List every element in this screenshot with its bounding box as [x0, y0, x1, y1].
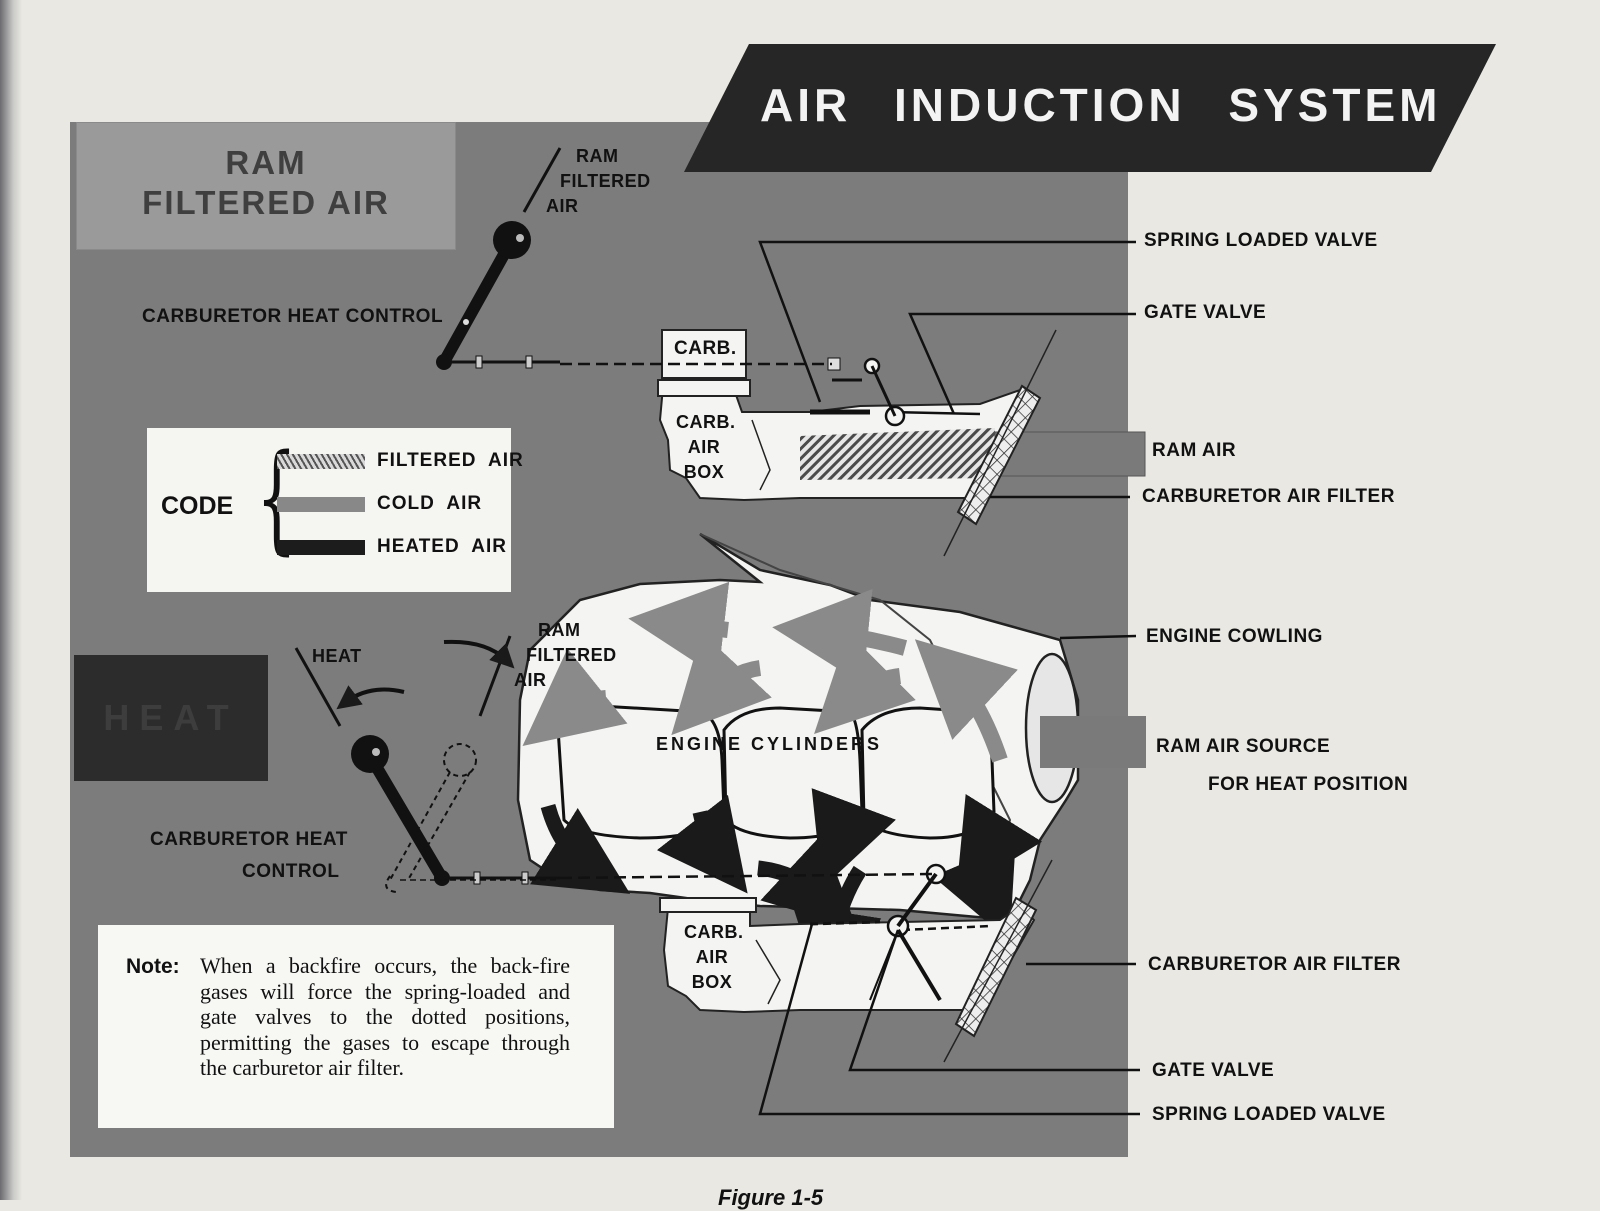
top-carb-label: CARB.	[674, 338, 737, 359]
note-label: Note:	[126, 955, 180, 978]
top-callout-lines	[758, 240, 1136, 499]
lever-alternate-position	[385, 743, 477, 893]
cold-air-legend-label: COLD AIR	[377, 493, 483, 514]
top-carburetor-air-filter	[956, 384, 1042, 526]
heat-position-label: HEAT	[312, 646, 362, 666]
bottom-carb-air-box	[659, 859, 1053, 1063]
code-legend: CODE { FILTERED AIR COLD AIR HEATED AIR	[147, 428, 523, 592]
bottom-carb-heat-lever	[294, 635, 937, 893]
filtered-air-legend-label: FILTERED AIR	[377, 450, 524, 471]
ram-filtered-air-mode-box: RAM FILTERED AIR	[76, 122, 456, 250]
bottom-air-box-label: CARB. AIR BOX	[684, 922, 744, 992]
top-control-label: CARBURETOR HEAT CONTROL	[142, 306, 444, 327]
top-lever-setting-label: RAM FILTERED AIR	[546, 146, 651, 216]
top-air-box-label: CARB. AIR BOX	[676, 412, 736, 482]
bottom-gate-valve	[901, 924, 993, 932]
ram-air-callout: RAM AIR	[1152, 440, 1237, 461]
title-banner	[684, 44, 1496, 172]
engine-cylinders-label: ENGINE CYLINDERS	[656, 734, 883, 754]
engine-cowling-callout: ENGINE COWLING	[1146, 626, 1323, 647]
page-title: AIR INDUCTION SYSTEM	[760, 79, 1442, 131]
bottom-ram-filtered-air-label: RAM FILTERED AIR	[514, 620, 617, 690]
bottom-callout-lines	[758, 634, 1140, 1116]
top-carburetor-air-filter-callout: CARBURETOR AIR FILTER	[1142, 486, 1395, 507]
bottom-spring-loaded-valve	[809, 920, 881, 926]
top-carb-heat-lever	[436, 147, 832, 370]
bottom-spring-loaded-valve-callout: SPRING LOADED VALVE	[1152, 1104, 1386, 1125]
ram-air-source-callout: RAM AIR SOURCE FOR HEAT POSITION	[1156, 736, 1409, 795]
figure-caption: Figure 1-5	[718, 1185, 824, 1210]
top-carb-body	[661, 329, 747, 379]
top-gate-valve-callout: GATE VALVE	[1144, 302, 1267, 323]
cold-air-arrows	[522, 581, 1018, 763]
mode-box-line: FILTERED AIR	[142, 184, 390, 221]
heat-mode-label: HEAT	[103, 697, 239, 738]
note-text: When a backfire occurs, the back-fire ga…	[200, 953, 570, 1080]
filtered-air-swatch	[277, 454, 365, 469]
heated-air-legend-label: HEATED AIR	[377, 536, 507, 557]
top-carb-air-box	[657, 329, 1146, 557]
top-gate-valve	[889, 410, 981, 416]
ram-air-source-inlet	[1040, 716, 1146, 768]
heat-mode-box: HEAT	[74, 655, 268, 781]
mode-box-line: RAM	[225, 144, 307, 181]
bottom-control-label: CARBURETOR HEAT CONTROL	[150, 829, 348, 882]
engine-cylinders	[556, 704, 996, 840]
heated-air-swatch	[277, 540, 365, 555]
book-binding-shadow	[0, 0, 22, 1200]
backfire-note: Note: When a backfire occurs, the back-f…	[98, 925, 614, 1128]
top-spring-loaded-valve-callout: SPRING LOADED VALVE	[1144, 230, 1378, 251]
bottom-carburetor-air-filter-callout: CARBURETOR AIR FILTER	[1148, 954, 1401, 975]
top-filtered-air-flow	[800, 428, 995, 480]
bottom-gate-valve-callout: GATE VALVE	[1152, 1060, 1275, 1081]
code-heading: CODE	[161, 492, 234, 520]
cold-air-swatch	[277, 497, 365, 512]
